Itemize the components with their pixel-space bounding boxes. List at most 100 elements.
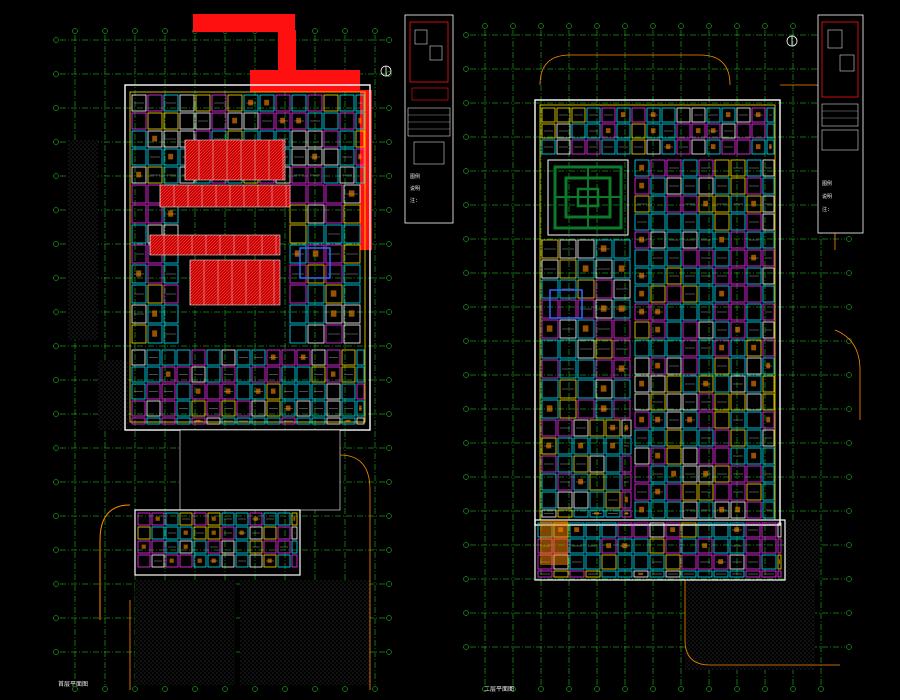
room-cell <box>221 400 236 417</box>
room-cell <box>621 509 632 518</box>
grid-bubble <box>386 649 392 655</box>
room-cell <box>634 339 650 357</box>
room-cell <box>633 538 649 554</box>
room-cell <box>762 393 775 411</box>
room-cell <box>289 244 307 264</box>
room-furniture <box>546 325 553 332</box>
room-furniture <box>348 190 355 197</box>
room-furniture <box>578 478 584 485</box>
grid-bubble <box>53 615 59 621</box>
room-cell <box>634 501 650 519</box>
room-cell <box>666 357 682 375</box>
room-cell <box>289 204 307 224</box>
room-cell <box>613 379 631 399</box>
room-furniture <box>610 442 616 449</box>
room-cell <box>356 400 365 417</box>
room-furniture <box>348 310 355 317</box>
room-furniture <box>264 99 270 106</box>
room-cell <box>762 231 775 249</box>
room-cell <box>571 107 586 123</box>
room-furniture <box>751 200 757 207</box>
room-cell <box>661 123 676 139</box>
grid-bubble <box>252 686 258 692</box>
room-furniture <box>618 365 625 372</box>
room-cell <box>666 375 682 393</box>
room-furniture <box>735 506 741 513</box>
room-furniture <box>751 254 757 261</box>
room-cell <box>577 299 595 319</box>
room-cell <box>766 123 775 139</box>
room-cell <box>714 447 730 465</box>
grid-bubble <box>846 236 852 242</box>
room-cell <box>291 166 307 184</box>
room-cell <box>163 304 179 324</box>
grid-bubble <box>53 139 59 145</box>
room-cell <box>649 554 665 570</box>
room-cell <box>146 417 161 425</box>
room-cell <box>589 437 605 455</box>
red-road-corner <box>250 70 360 92</box>
room-cell <box>296 383 311 400</box>
room-cell <box>131 166 147 184</box>
grid-bubble <box>53 241 59 247</box>
room-cell <box>762 357 775 375</box>
grid-bubble <box>510 686 516 692</box>
room-cell <box>665 538 681 554</box>
room-cell <box>605 419 621 437</box>
room-cell <box>762 177 775 195</box>
room-cell <box>746 411 762 429</box>
grid-bubble <box>222 686 228 692</box>
room-cell <box>777 522 782 538</box>
room-cell <box>307 204 325 224</box>
room-cell <box>676 123 691 139</box>
room-cell <box>556 107 571 123</box>
room-furniture <box>665 144 671 150</box>
room-cell <box>698 501 714 519</box>
curved-drive-left <box>99 504 131 620</box>
room-cell <box>176 366 191 383</box>
red-road-right <box>360 90 372 250</box>
room-cell <box>682 267 698 285</box>
room-cell <box>131 284 147 304</box>
room-cell <box>751 139 766 155</box>
room-cell <box>595 399 613 419</box>
room-cell <box>730 339 746 357</box>
room-cell <box>646 107 661 123</box>
room-cell <box>325 204 343 224</box>
room-cell <box>291 112 307 130</box>
grid-bubble <box>846 440 852 446</box>
room-cell <box>714 321 730 339</box>
room-cell <box>617 570 633 578</box>
room-furniture <box>211 530 216 535</box>
room-cell <box>131 130 147 148</box>
room-furniture <box>600 245 607 252</box>
room-cell <box>713 570 729 578</box>
room-cell <box>161 383 176 400</box>
room-cell <box>323 148 339 166</box>
building-outline-inner <box>129 91 366 423</box>
room-cell <box>601 570 617 578</box>
room-cell <box>211 112 227 130</box>
room-cell <box>601 123 616 139</box>
room-cell <box>585 538 601 554</box>
grid-bubble <box>762 23 768 29</box>
room-cell <box>307 284 325 304</box>
room-cell <box>698 159 714 177</box>
room-furniture <box>168 210 174 217</box>
room-cell <box>613 279 631 299</box>
legend-left-line-3: 注: <box>410 197 418 204</box>
room-cell <box>605 437 621 455</box>
room-cell <box>666 231 682 249</box>
room-cell <box>541 319 559 339</box>
room-cell <box>307 130 323 148</box>
room-cell <box>589 455 605 473</box>
room-cell <box>341 417 356 425</box>
room-cell <box>243 94 259 112</box>
room-cell <box>277 540 291 554</box>
room-cell <box>730 393 746 411</box>
room-cell <box>193 554 207 568</box>
room-cell <box>762 213 775 231</box>
room-cell <box>682 339 698 357</box>
room-cell <box>289 324 307 344</box>
red-zone <box>159 184 291 208</box>
